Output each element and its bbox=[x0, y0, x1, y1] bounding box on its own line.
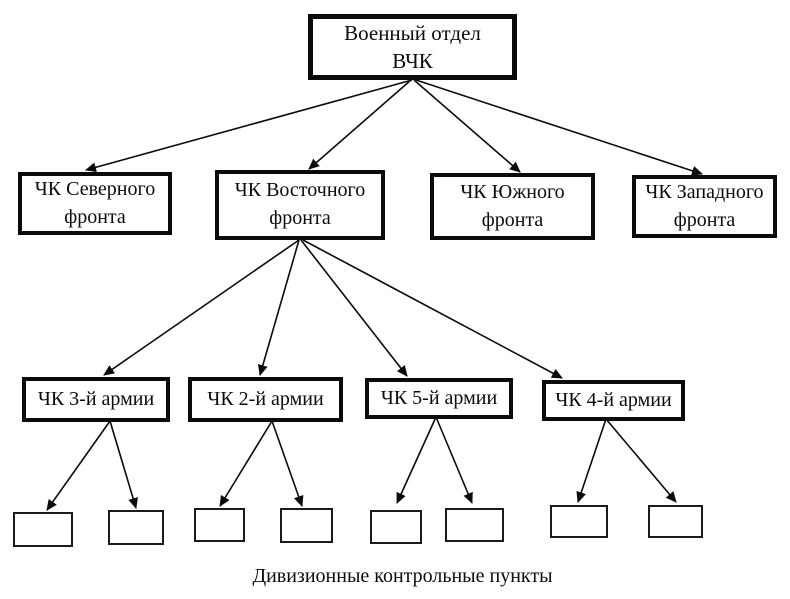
node-chk-2nd-army: ЧК 2-й армии bbox=[188, 377, 343, 422]
node-label-line2: фронта bbox=[481, 208, 544, 231]
arrow-root-to-western bbox=[415, 79, 703, 176]
arrow-eastern-to-army-2 bbox=[257, 239, 300, 376]
control-point-box-6 bbox=[445, 508, 504, 542]
node-chk-western-front: ЧК Западного фронта bbox=[632, 175, 777, 238]
arrow-army2-to-cp3 bbox=[219, 420, 273, 507]
arrow-eastern-to-army-3 bbox=[103, 239, 300, 376]
arrow-army4-to-cp8 bbox=[605, 418, 677, 503]
node-label-line1: ЧК Восточного bbox=[234, 179, 366, 202]
control-point-box-2 bbox=[108, 510, 164, 545]
arrow-army3-to-cp2 bbox=[109, 420, 138, 509]
arrow-root-to-eastern bbox=[308, 79, 412, 170]
arrow-army4-to-cp7 bbox=[576, 418, 607, 503]
control-point-box-5 bbox=[370, 510, 422, 544]
node-label-line2: фронта bbox=[64, 205, 126, 228]
node-chk-eastern-front: ЧК Восточного фронта bbox=[215, 170, 385, 240]
node-label-line1: ЧК Западного bbox=[645, 180, 764, 203]
node-military-dept-vchk: Военный отдел ВЧК bbox=[308, 14, 517, 80]
node-label-line1: Военный отдел bbox=[344, 20, 481, 45]
node-label: ЧК 3-й армии bbox=[37, 387, 155, 410]
node-label: ЧК 4-й армии bbox=[555, 388, 672, 411]
node-chk-4th-army: ЧК 4-й армии bbox=[542, 380, 685, 421]
control-point-box-4 bbox=[280, 508, 333, 543]
node-label-line2: ВЧК bbox=[392, 49, 433, 73]
control-points-caption: Дивизионные контрольные пункты bbox=[252, 565, 553, 587]
control-point-box-1 bbox=[13, 512, 73, 547]
node-chk-southern-front: ЧК Южного фронта bbox=[430, 173, 595, 240]
control-point-box-3 bbox=[194, 508, 245, 542]
arrow-army2-to-cp4 bbox=[271, 420, 304, 507]
node-label-line2: фронта bbox=[269, 207, 331, 229]
arrow-root-to-southern bbox=[413, 79, 521, 173]
arrow-root-to-northern bbox=[85, 79, 413, 173]
arrow-army5-to-cp6 bbox=[435, 416, 473, 504]
node-label: ЧК 5-й армии bbox=[380, 386, 498, 409]
arrow-eastern-to-army-4 bbox=[302, 239, 563, 379]
control-point-box-8 bbox=[648, 505, 703, 538]
node-label-line1: ЧК Южного bbox=[460, 180, 565, 203]
node-label-line2: фронта bbox=[673, 208, 736, 231]
node-label-line1: ЧК Северного bbox=[34, 177, 156, 200]
arrow-eastern-to-army-5 bbox=[300, 239, 408, 377]
node-label: ЧК 2-й армии bbox=[207, 387, 324, 410]
arrow-army3-to-cp1 bbox=[46, 420, 111, 511]
node-chk-3rd-army: ЧК 3-й армии bbox=[22, 377, 170, 422]
control-point-box-7 bbox=[550, 505, 608, 538]
node-chk-northern-front: ЧК Северного фронта bbox=[18, 172, 172, 235]
node-chk-5th-army: ЧК 5-й армии bbox=[365, 378, 513, 419]
arrow-army5-to-cp5 bbox=[396, 416, 437, 504]
